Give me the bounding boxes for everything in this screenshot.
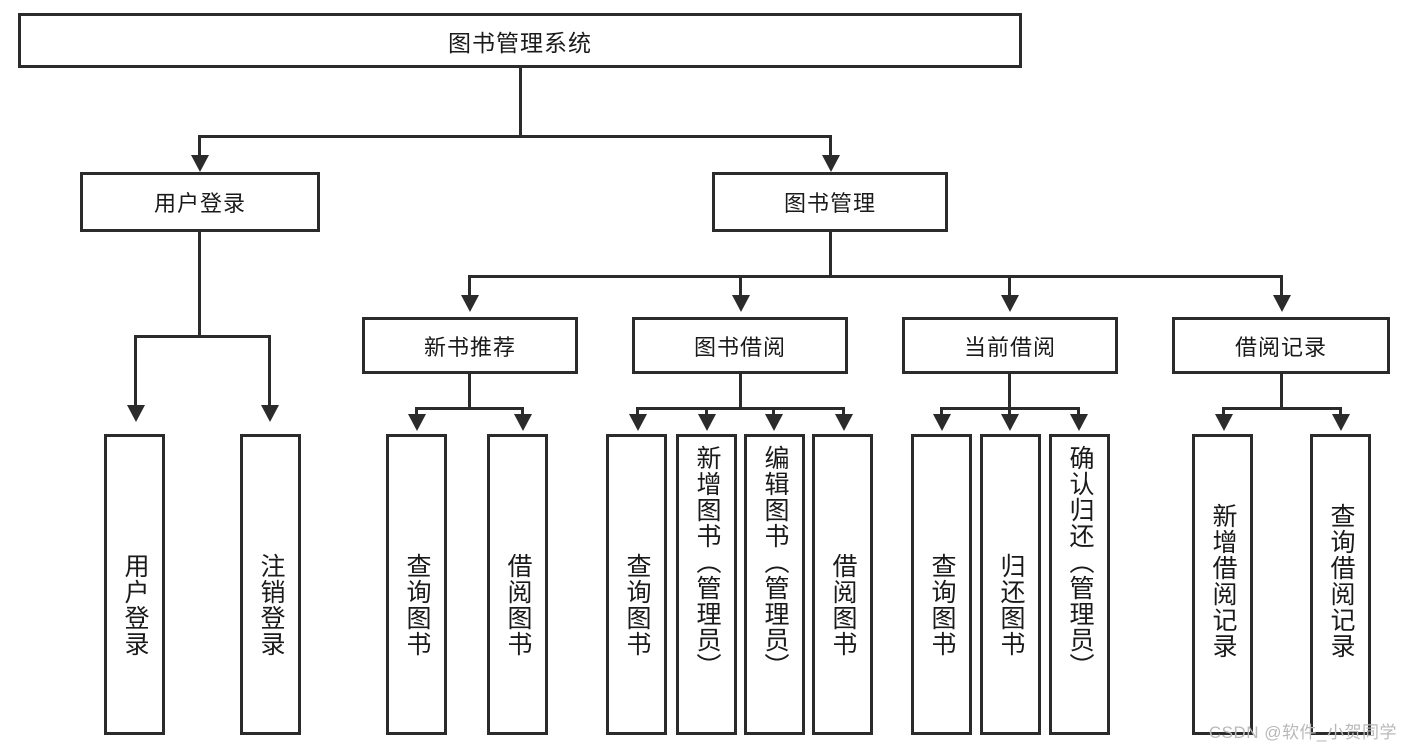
arrow-down-icon: [1273, 295, 1291, 312]
arrow-down-icon: [629, 414, 647, 431]
leaf-borrow-record-query[interactable]: 查询借阅记录: [1310, 434, 1371, 735]
arrow-down-icon: [1001, 295, 1019, 312]
leaf-label: 查询图书: [928, 553, 956, 657]
leaf-new-book-borrow[interactable]: 借阅图书: [487, 434, 548, 735]
connector-book-borrow-drop-3: [772, 407, 775, 416]
leaf-label: 编辑图书（管理员）: [761, 445, 789, 679]
connector-current-borrow-drop-1: [940, 407, 943, 416]
connector-user-login-drop-2: [268, 335, 271, 407]
node-new-book-recommend[interactable]: 新书推荐: [362, 317, 578, 374]
leaf-label: 确认归还（管理员）: [1066, 445, 1094, 679]
leaf-label: 新增借阅记录: [1209, 503, 1237, 659]
csdn-watermark: CSDN @软件_小贺同学: [1208, 723, 1397, 742]
node-borrow-record[interactable]: 借阅记录: [1172, 317, 1390, 374]
arrow-down-icon: [408, 414, 426, 431]
connector-current-borrow-drop-2: [1008, 407, 1011, 416]
leaf-new-book-query[interactable]: 查询图书: [386, 434, 447, 735]
leaf-book-borrow-borrow[interactable]: 借阅图书: [812, 434, 873, 735]
connector-book-mgmt-drop-2: [739, 275, 742, 297]
node-label: 图书管理: [783, 191, 876, 216]
connector-current-borrow-drop-3: [1077, 407, 1080, 416]
node-root-system[interactable]: 图书管理系统: [18, 13, 1022, 68]
leaf-borrow-record-add[interactable]: 新增借阅记录: [1192, 434, 1253, 735]
node-user-login[interactable]: 用户登录: [80, 172, 320, 232]
leaf-label: 注销登录: [257, 553, 285, 657]
node-label: 借阅记录: [1234, 334, 1327, 360]
connector-book-borrow-bus: [636, 407, 845, 410]
node-current-borrow[interactable]: 当前借阅: [902, 317, 1118, 374]
connector-borrow-record-drop-2: [1339, 407, 1342, 416]
connector-book-mgmt-stem: [829, 232, 832, 275]
arrow-down-icon: [461, 295, 479, 312]
connector-new-book-stem: [468, 374, 471, 407]
node-book-management[interactable]: 图书管理: [712, 172, 948, 232]
connector-borrow-record-stem: [1280, 374, 1283, 407]
arrow-down-icon: [1001, 414, 1019, 431]
connector-new-book-bus: [415, 407, 524, 410]
leaf-current-borrow-confirm[interactable]: 确认归还（管理员）: [1049, 434, 1110, 735]
connector-book-mgmt-drop-3: [1008, 275, 1011, 297]
node-label: 用户登录: [153, 191, 246, 216]
connector-root-stem: [519, 68, 522, 135]
node-book-borrow[interactable]: 图书借阅: [632, 317, 848, 374]
node-label: 图书借阅: [693, 334, 786, 360]
leaf-label: 新增图书（管理员）: [693, 445, 721, 679]
leaf-book-borrow-add[interactable]: 新增图书（管理员）: [676, 434, 737, 735]
arrow-down-icon: [514, 414, 532, 431]
arrow-down-icon: [698, 414, 716, 431]
arrow-down-icon: [1070, 414, 1088, 431]
leaf-user-login-logout[interactable]: 注销登录: [240, 434, 301, 735]
arrow-down-icon: [835, 414, 853, 431]
connector-book-borrow-drop-1: [636, 407, 639, 416]
arrow-down-icon: [127, 405, 145, 422]
node-label: 图书管理系统: [448, 29, 592, 56]
arrow-down-icon: [1332, 414, 1350, 431]
connector-current-borrow-stem: [1008, 374, 1011, 407]
leaf-current-borrow-return[interactable]: 归还图书: [980, 434, 1041, 735]
connector-user-login-drop-1: [134, 335, 137, 407]
leaf-book-borrow-edit[interactable]: 编辑图书（管理员）: [744, 434, 805, 735]
leaf-label: 查询图书: [623, 553, 651, 657]
connector-book-mgmt-bus: [468, 275, 1280, 278]
connector-book-borrow-drop-2: [705, 407, 708, 416]
leaf-book-borrow-query[interactable]: 查询图书: [606, 434, 667, 735]
connector-borrow-record-drop-1: [1222, 407, 1225, 416]
connector-new-book-drop-1: [415, 407, 418, 416]
arrow-down-icon: [1215, 414, 1233, 431]
leaf-current-borrow-query[interactable]: 查询图书: [911, 434, 972, 735]
connector-root-to-book-mgmt: [829, 135, 832, 157]
arrow-down-icon: [732, 295, 750, 312]
leaf-user-login-login[interactable]: 用户登录: [104, 434, 165, 735]
leaf-label: 查询借阅记录: [1327, 503, 1355, 659]
connector-user-login-bus: [134, 335, 271, 338]
connector-root-bus: [198, 135, 832, 138]
connector-book-mgmt-drop-4: [1280, 275, 1283, 297]
arrow-down-icon: [765, 414, 783, 431]
connector-borrow-record-bus: [1222, 407, 1342, 410]
connector-book-borrow-stem: [739, 374, 742, 407]
node-label: 当前借阅: [963, 334, 1056, 360]
leaf-label: 用户登录: [121, 553, 149, 657]
arrow-down-icon: [933, 414, 951, 431]
leaf-label: 借阅图书: [504, 553, 532, 657]
leaf-label: 归还图书: [997, 553, 1025, 657]
connector-book-mgmt-drop-1: [468, 275, 471, 297]
connector-new-book-drop-2: [521, 407, 524, 416]
connector-book-borrow-drop-4: [842, 407, 845, 416]
connector-root-to-user-login: [198, 135, 201, 157]
arrow-down-icon: [822, 155, 840, 172]
connector-user-login-stem: [198, 232, 201, 335]
leaf-label: 查询图书: [403, 553, 431, 657]
arrow-down-icon: [191, 155, 209, 172]
leaf-label: 借阅图书: [829, 553, 857, 657]
node-label: 新书推荐: [423, 334, 516, 360]
arrow-down-icon: [261, 405, 279, 422]
